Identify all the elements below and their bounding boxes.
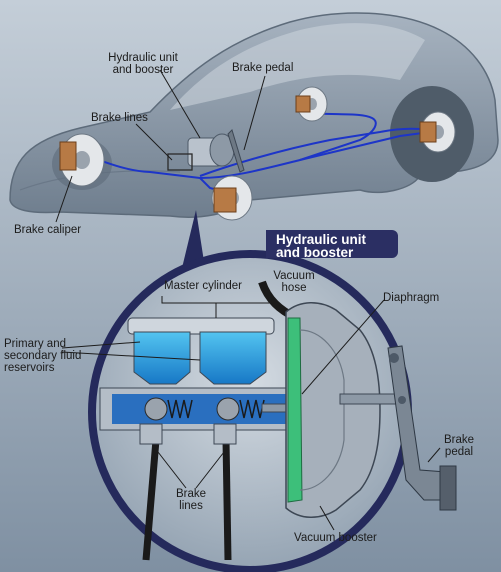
label-brake-pedal-bottom: Brake pedal (443, 434, 475, 458)
label-brake-pedal-top: Brake pedal (232, 62, 294, 74)
top-leader-lines (55, 69, 266, 223)
label-fluid-reservoirs: Primary and secondary fluid reservoirs (4, 338, 82, 374)
label-vacuum-booster: Vacuum booster (294, 532, 377, 544)
label-brake-lines-top: Brake lines (91, 112, 148, 124)
bottom-leader-lines (61, 296, 441, 531)
callout-wedge (182, 210, 205, 268)
label-master-cylinder: Master cylinder (164, 280, 242, 292)
label-vacuum-hose: Vacuum hose (273, 270, 315, 294)
wheel-brake-front-left (59, 133, 105, 187)
wheel-brake-front-right (211, 175, 253, 221)
vacuum-booster (285, 302, 401, 518)
label-brake-caliper: Brake caliper (14, 224, 82, 236)
wheel-brake-rear-right (419, 111, 456, 153)
brake-pedal-arm (387, 345, 457, 511)
label-brake-lines-bottom: Brake lines (175, 488, 207, 512)
wheel-brake-rear-left (295, 86, 328, 122)
brake-lines-tubes (142, 439, 232, 561)
label-diaphragm: Diaphragm (383, 292, 440, 304)
section-title: Hydraulic unit and booster (266, 230, 398, 259)
hydraulic-unit-small (167, 129, 245, 173)
label-hydraulic-unit: Hydraulic unit and booster (108, 52, 178, 76)
